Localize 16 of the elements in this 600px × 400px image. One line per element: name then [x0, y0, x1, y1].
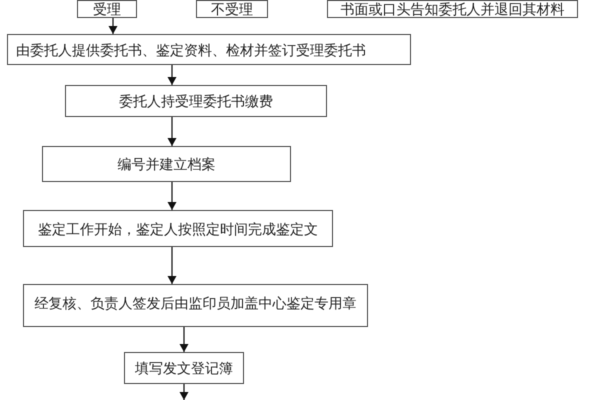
arrow [108, 18, 118, 34]
arrow [180, 384, 188, 400]
process-box: 书面或口头告知委托人并退回其材料 [327, 0, 578, 18]
arrow [168, 247, 176, 284]
process-box: 委托人持受理委托书缴费 [65, 85, 327, 117]
process-box: 鉴定工作开始，鉴定人按照定时间完成鉴定文 [23, 210, 333, 247]
process-box: 受理 [77, 0, 137, 18]
arrow [168, 117, 176, 146]
arrow [168, 65, 176, 85]
arrow [180, 327, 188, 352]
process-box: 编号并建立档案 [42, 146, 291, 182]
process-box: 由委托人提供委托书、鉴定资料、检材并签订受理委托书 [7, 34, 411, 65]
process-box: 填写发文登记簿 [124, 352, 244, 384]
process-box: 不受理 [196, 0, 268, 18]
process-box: 经复核、负责人签发后由监印员加盖中心鉴定专用章 [23, 284, 368, 327]
arrow [168, 182, 176, 210]
